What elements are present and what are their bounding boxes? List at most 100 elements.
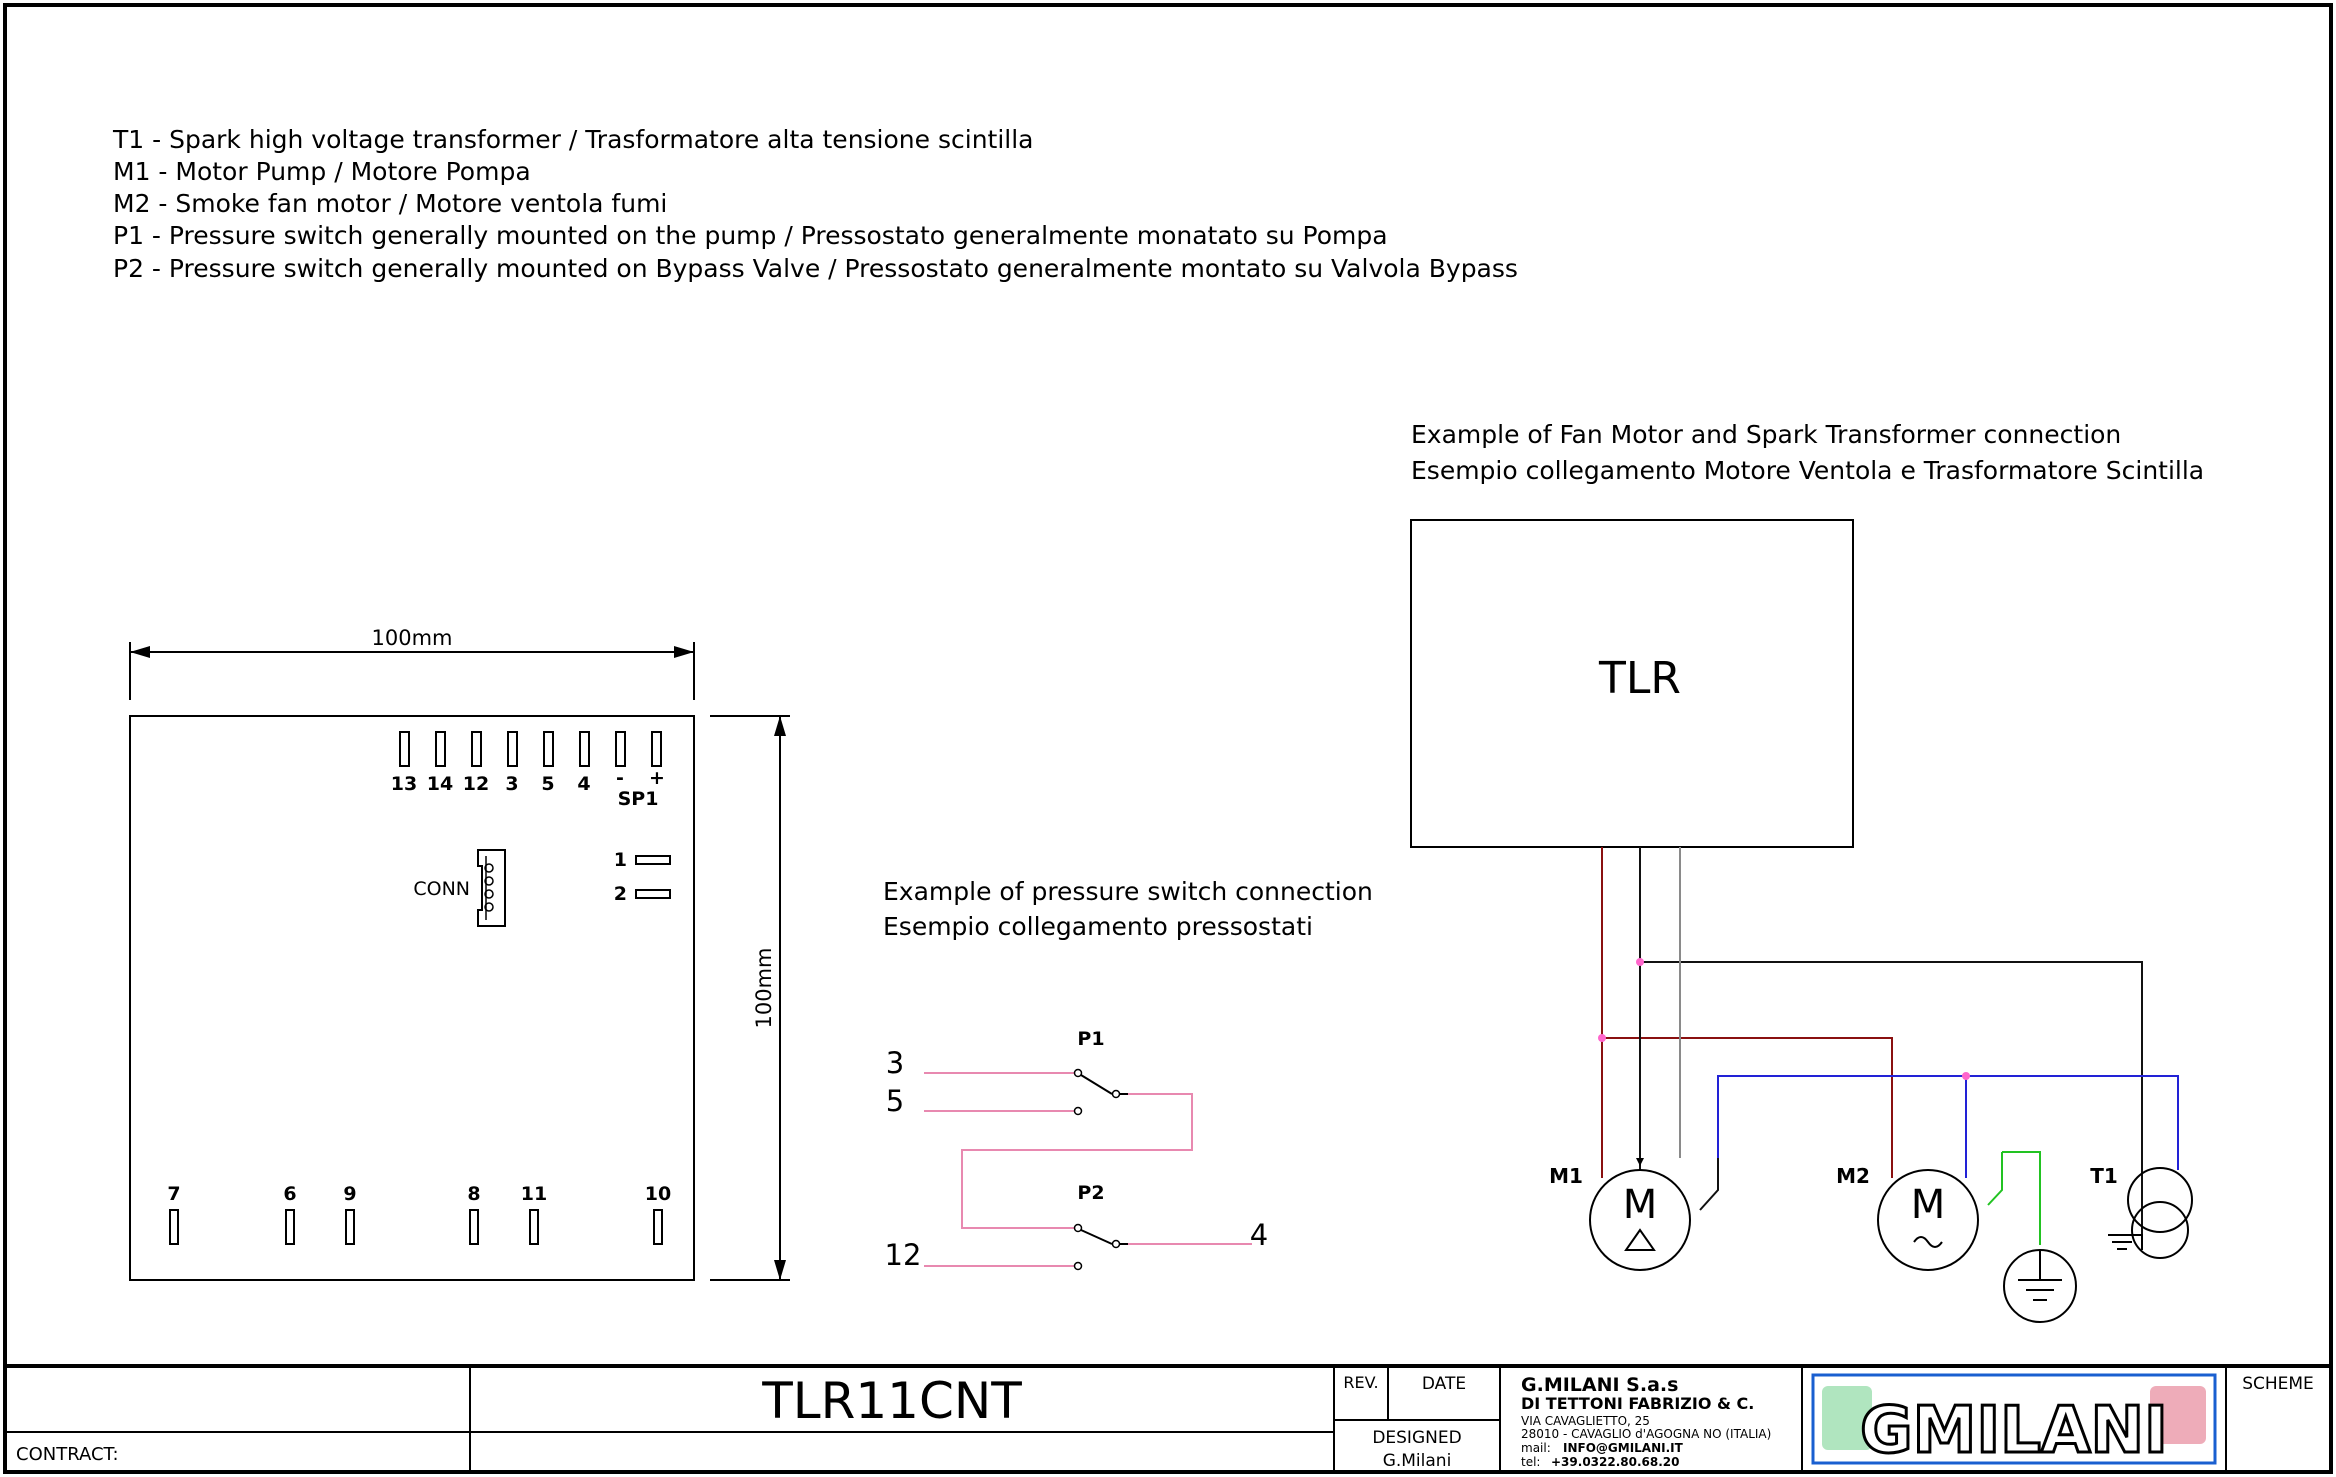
terminal-pad [399, 731, 410, 767]
terminal-pad [435, 731, 446, 767]
pressure-title-en: Example of pressure switch connection [883, 877, 1373, 906]
terminal-pad [635, 855, 671, 865]
terminal-label: + [649, 767, 665, 789]
terminal-pad [651, 731, 662, 767]
logo-hose-icon [1822, 1386, 1872, 1450]
junction-dot [1598, 1034, 1606, 1042]
tel-label: tel: [1521, 1455, 1540, 1469]
arrow-up-icon [774, 716, 786, 736]
terminal-5-label: 5 [886, 1084, 904, 1118]
arrow-left-icon [130, 646, 150, 658]
terminal-pad [579, 731, 590, 767]
company-address-2: 28010 - CAVAGLIO d'AGOGNA NO (ITALIA) [1521, 1427, 1771, 1441]
t1-transformer-icon [2108, 1158, 2193, 1259]
terminal-pad [529, 1209, 539, 1245]
p1-label: P1 [1077, 1028, 1104, 1050]
wire-red-m2 [1602, 1037, 1893, 1158]
terminal-pad [471, 731, 482, 767]
wire-blue-bus [1717, 1075, 2179, 1158]
legend-line: M2 - Smoke fan motor / Motore ventola fu… [113, 189, 667, 218]
wire-green-ground [1987, 1152, 2003, 1206]
terminal-pad [285, 1209, 295, 1245]
contact-point [1073, 1106, 1083, 1116]
terminal-label: 11 [521, 1183, 547, 1205]
sheet-border [3, 3, 2333, 1474]
fan-spark-diagram: Example of Fan Motor and Spark Transform… [1410, 420, 2204, 1323]
pressure-switch-diagram: Example of pressure switch connection Es… [883, 877, 1373, 1272]
t1-label: T1 [2090, 1164, 2118, 1188]
legend-line: P1 - Pressure switch generally mounted o… [113, 221, 1388, 250]
designed-label: DESIGNED [1372, 1428, 1461, 1448]
bottom-terminal-row: 7 6 9 8 11 10 [167, 1183, 671, 1245]
company-tel: +39.0322.80.68.20 [1551, 1455, 1679, 1469]
contact-point [1073, 1261, 1083, 1271]
rev-label: REV. [1343, 1373, 1378, 1392]
side-terminals: 1 2 [614, 849, 671, 905]
connector-pin [484, 889, 494, 899]
m2-label: M2 [1836, 1164, 1870, 1188]
board-connector: CONN [413, 849, 506, 927]
terminal-pad [345, 1209, 355, 1245]
legend-line: P2 - Pressure switch generally mounted o… [113, 254, 1518, 283]
connector-pin [484, 876, 494, 886]
connector-body [477, 849, 506, 927]
logo-text: GMILANI [1860, 1394, 2168, 1468]
sp1-label: SP1 [618, 788, 659, 810]
switch-blade [1080, 1229, 1113, 1245]
terminal-label: 12 [463, 773, 489, 795]
terminal-pad [469, 1209, 479, 1245]
legend-line: M1 - Motor Pump / Motore Pompa [113, 157, 531, 186]
p2-label: P2 [1077, 1182, 1104, 1204]
component-legend: T1 - Spark high voltage transformer / Tr… [112, 125, 1518, 283]
terminal-pad [635, 889, 671, 899]
switch-blade [1080, 1074, 1113, 1095]
top-terminal-row: 13 14 12 3 5 4 - + SP1 [391, 731, 665, 810]
m1-label: M1 [1549, 1164, 1583, 1188]
fan-title-en: Example of Fan Motor and Spark Transform… [1411, 420, 2121, 449]
contact-point [1111, 1089, 1121, 1099]
contact-point [1111, 1239, 1121, 1249]
lead-arrow-icon [1636, 1158, 1644, 1166]
company-mail: INFO@GMILANI.IT [1563, 1441, 1684, 1455]
junction-dot [1636, 958, 1644, 966]
terminal-pad [543, 731, 554, 767]
height-dimension-label: 100mm [752, 948, 776, 1029]
m2-motor-icon [1877, 1169, 1979, 1271]
arrow-down-icon [774, 1260, 786, 1280]
company-address-1: VIA CAVAGLIETTO, 25 [1521, 1414, 1650, 1428]
pressure-title-it: Esempio collegamento pressostati [883, 912, 1313, 941]
terminal-pad [653, 1209, 663, 1245]
designer-name: G.Milani [1383, 1451, 1452, 1471]
terminal-label: 6 [283, 1183, 296, 1205]
terminal-label: 4 [577, 773, 590, 795]
scheme-label: SCHEME [2242, 1374, 2314, 1394]
contact-point [1073, 1223, 1083, 1233]
m2-ac-tilde-icon [1913, 1236, 1943, 1248]
connector-pin [484, 863, 494, 873]
terminal-label: 3 [505, 773, 518, 795]
terminal-pad [169, 1209, 179, 1245]
p1-switch-symbol [1073, 1068, 1128, 1116]
terminal-3-label: 3 [886, 1046, 904, 1080]
company-logo: GMILANI [1811, 1373, 2217, 1470]
m1-motor-letter: M [1623, 1182, 1658, 1228]
connector-pin [484, 902, 494, 912]
tlr-box [1410, 519, 1854, 848]
terminal-4-label: 4 [1250, 1218, 1268, 1252]
wire-black-t1 [1640, 961, 2143, 1250]
terminal-label: - [616, 767, 624, 789]
terminal-pad [507, 731, 518, 767]
m1-dc-triangle-icon [1624, 1228, 1656, 1251]
logo-gun-icon [2150, 1386, 2206, 1444]
arrow-right-icon [674, 646, 694, 658]
wire-p1-p2-link [961, 1093, 1193, 1229]
terminal-label: 2 [614, 883, 627, 905]
date-label: DATE [1422, 1374, 1466, 1394]
terminal-label: 1 [614, 849, 627, 871]
company-subtitle: DI TETTONI FABRIZIO & C. [1521, 1394, 1754, 1413]
drawing-title: TLR11CNT [761, 1372, 1022, 1430]
wire-green-ground-drop [2002, 1151, 2041, 1245]
transformer-coil [2131, 1201, 2189, 1259]
board-drawing: 100mm 100mm 13 14 12 3 5 4 - + S [129, 626, 790, 1281]
